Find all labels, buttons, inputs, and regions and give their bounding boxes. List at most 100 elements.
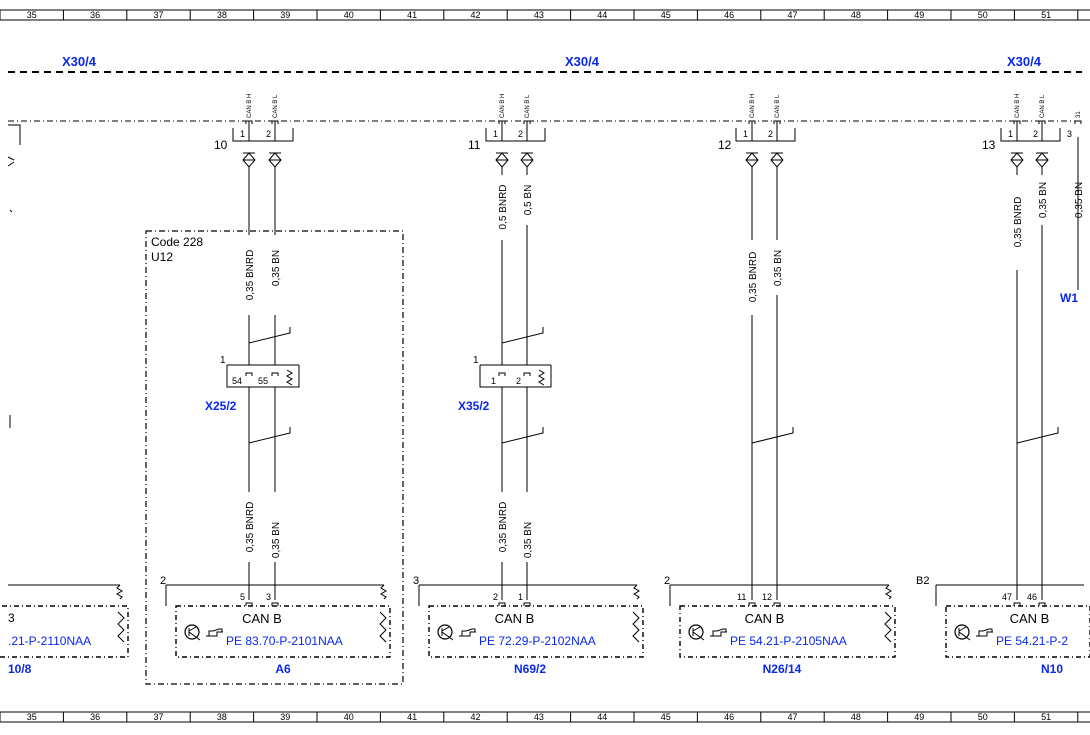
left-edge-fragments	[7, 124, 21, 428]
module-frame-number: 3	[413, 575, 419, 587]
module-doc-link[interactable]: PE 54.21-P-2105NAA	[730, 634, 847, 648]
bus-label-x30-4-left[interactable]: X30/4	[62, 54, 97, 69]
pointing-hand-icon	[206, 628, 223, 637]
pin-header-bracket	[1000, 128, 1061, 142]
pointing-hand-icon	[459, 628, 476, 637]
module-doc-link[interactable]: PE 72.29-P-2102NAA	[479, 634, 596, 648]
pointing-hand-icon	[710, 628, 727, 637]
ruler-column-39: 39	[280, 712, 290, 722]
ruler-column-42: 42	[470, 10, 480, 20]
ruler-column-51: 51	[1041, 10, 1051, 20]
module-ref-label[interactable]: N69/2	[514, 662, 546, 676]
ruler-column-46: 46	[724, 712, 734, 722]
module-pin	[1013, 602, 1021, 606]
connector-spring	[286, 369, 293, 386]
connector-housing	[479, 365, 552, 388]
connector-x35-2-label[interactable]: X35/2	[458, 399, 490, 413]
pin-label-can-b-h: CAN B H	[500, 94, 506, 118]
module-frame-number: 2	[664, 575, 670, 587]
pin-number-2: 2	[1033, 129, 1038, 139]
wire-break-mark	[501, 427, 544, 445]
module-pin	[748, 602, 756, 606]
module-box	[428, 605, 644, 658]
module-box	[679, 605, 896, 658]
ruler-column-43: 43	[534, 10, 544, 20]
ruler-column-41: 41	[407, 10, 417, 20]
module-pin-b: 46	[1027, 592, 1037, 602]
pin-label-can-b-h: CAN B H	[1015, 94, 1021, 118]
ruler-column-38: 38	[217, 10, 227, 20]
pin-label-partial: 31	[1076, 111, 1082, 118]
pin-number-1: 1	[493, 129, 498, 139]
bus-label-x30-4-middle[interactable]: X30/4	[565, 54, 600, 69]
wire-break-mark	[248, 427, 291, 445]
module-pin-a: 47	[1002, 592, 1012, 602]
bus-label-x30-4-right[interactable]: X30/4	[1007, 54, 1042, 69]
left-module-fragment	[0, 584, 129, 658]
pin-label-can-b-h: CAN B H	[247, 94, 253, 118]
pin-label-can-b-l: CAN B L	[1040, 94, 1046, 118]
ruler-column-44: 44	[597, 712, 607, 722]
pin-number-1: 1	[1008, 129, 1013, 139]
ruler-column-41: 41	[407, 712, 417, 722]
pointing-hand-icon	[976, 628, 993, 637]
wire-break-mark	[248, 327, 291, 345]
ruler-column-50: 50	[978, 10, 988, 20]
wire-label-n10-bnrd: 0,35 BNRD	[1013, 197, 1024, 248]
wire-break-mark	[1016, 427, 1059, 445]
module-pin-a: 2	[493, 592, 498, 602]
pin-header-partial: 331	[1067, 111, 1082, 139]
module-box	[945, 605, 1090, 658]
ruler-column-37: 37	[153, 712, 163, 722]
module-frame-break	[633, 584, 640, 600]
wire-break-mark	[501, 327, 544, 345]
module-doc-link[interactable]: PE 54.21-P-2	[996, 634, 1068, 648]
ruler-column-45: 45	[661, 712, 671, 722]
pin-number-2: 2	[768, 129, 773, 139]
connector-pin-b: 2	[516, 376, 521, 386]
pin-stub	[1074, 120, 1082, 124]
w1-label[interactable]: W1	[1060, 291, 1078, 305]
ruler-column-36: 36	[90, 712, 100, 722]
ruler-column-35: 35	[27, 712, 37, 722]
wire-label-n69-bnrd-lower: 0,35 BNRD	[498, 502, 509, 553]
module-ref-label[interactable]: A6	[275, 662, 291, 676]
ruler-column-49: 49	[914, 10, 924, 20]
pin-label-can-b-l: CAN B L	[775, 94, 781, 118]
pin-number-2: 2	[266, 129, 271, 139]
ruler-column-50: 50	[978, 712, 988, 722]
left-module-ref[interactable]: 10/8	[8, 662, 32, 676]
left-module-doc-link[interactable]: .21-P-2110NAA	[8, 634, 91, 648]
ruler-column-35: 35	[27, 10, 37, 20]
connector-pin-a: 54	[232, 376, 242, 386]
connector-number: 13	[982, 138, 996, 152]
transistor-icon-body	[958, 626, 971, 641]
left-module-digit: 3	[8, 611, 15, 625]
pin-header-bracket	[485, 128, 546, 142]
module-pin	[498, 602, 506, 606]
module-pin	[773, 602, 781, 606]
module-ref-label[interactable]: N26/14	[763, 662, 802, 676]
ruler-column-40: 40	[344, 712, 354, 722]
transistor-icon	[688, 624, 704, 640]
module-pin-b: 1	[518, 592, 523, 602]
module-can-b-label: CAN B	[242, 611, 282, 626]
connector-number: 10	[214, 138, 228, 152]
option-code-label: Code 228	[151, 235, 203, 249]
ruler-column-47: 47	[787, 10, 797, 20]
connector-number: 12	[718, 138, 732, 152]
transistor-icon-body	[188, 626, 201, 641]
module-doc-link[interactable]: PE 83.70-P-2101NAA	[226, 634, 343, 648]
connector-number: 1	[473, 355, 479, 366]
transistor-icon	[954, 624, 970, 640]
module-ref-label[interactable]: N10	[1041, 662, 1063, 676]
ruler-column-48: 48	[851, 712, 861, 722]
module-pin	[1038, 602, 1046, 606]
connector-x25-2-label[interactable]: X25/2	[205, 399, 237, 413]
wire-label-a6-bnrd-upper: 0,35 BNRD	[245, 250, 256, 301]
